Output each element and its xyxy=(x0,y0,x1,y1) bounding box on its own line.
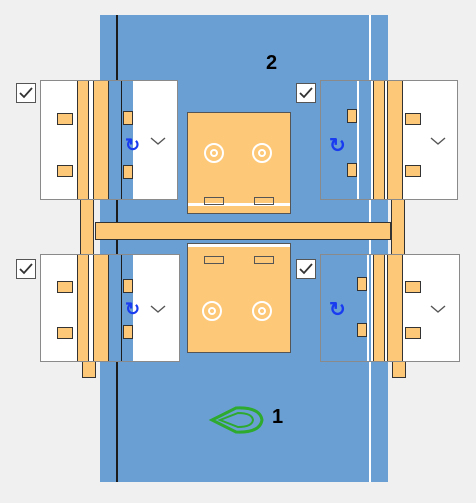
enable-checkbox-top-right[interactable] xyxy=(296,83,316,103)
cross-beam xyxy=(95,222,391,240)
board-top-strip xyxy=(113,15,375,19)
side-post-left-bottom xyxy=(82,360,96,378)
connector-select-bottom-right[interactable]: ↻ xyxy=(320,254,460,362)
plate-tab xyxy=(204,197,224,205)
connector-select-bottom-left[interactable]: ↻ xyxy=(40,254,180,362)
chevron-down-icon xyxy=(430,137,446,145)
plate-edge xyxy=(188,203,290,206)
checkmark-icon xyxy=(19,87,33,99)
side-post-right-bottom xyxy=(392,360,406,378)
plate-tab xyxy=(254,256,274,264)
bolt-icon xyxy=(204,143,224,163)
side-post-left-top xyxy=(80,195,94,255)
enable-checkbox-bottom-left[interactable] xyxy=(16,259,36,279)
bolt-icon xyxy=(202,301,222,321)
checkmark-icon xyxy=(299,87,313,99)
bolt-icon xyxy=(252,143,272,163)
rotate-icon: ↻ xyxy=(329,299,346,321)
rail-right xyxy=(369,15,371,482)
checkmark-icon xyxy=(19,263,33,275)
enable-checkbox-top-left[interactable] xyxy=(16,83,36,103)
position-label-bottom: 1 xyxy=(272,406,284,428)
position-label-top: 2 xyxy=(266,52,278,74)
origin-marker-icon[interactable] xyxy=(208,403,268,437)
connector-select-top-left[interactable]: ↻ xyxy=(40,80,178,200)
plate-edge xyxy=(188,244,290,247)
center-plate-bottom[interactable] xyxy=(187,243,291,353)
checkmark-icon xyxy=(299,263,313,275)
side-post-right-top xyxy=(391,195,405,255)
plate-tab xyxy=(204,256,224,264)
chevron-down-icon xyxy=(150,137,166,145)
enable-checkbox-bottom-right[interactable] xyxy=(296,259,316,279)
rail-left xyxy=(116,15,118,482)
rotate-icon: ↻ xyxy=(125,299,141,319)
chevron-down-icon xyxy=(430,305,446,313)
plate-tab xyxy=(254,197,274,205)
center-plate-top[interactable] xyxy=(187,112,291,214)
rotate-icon: ↻ xyxy=(329,135,346,157)
bolt-icon xyxy=(252,301,272,321)
chevron-down-icon xyxy=(150,305,166,313)
rotate-icon: ↻ xyxy=(125,135,141,155)
connector-select-top-right[interactable]: ↻ xyxy=(320,80,458,200)
